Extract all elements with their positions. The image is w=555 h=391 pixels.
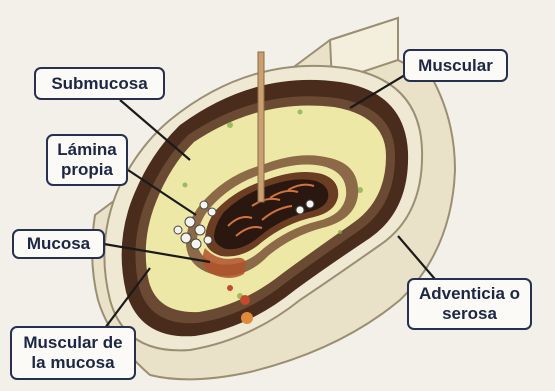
label-mucosa: Mucosa <box>12 229 105 259</box>
label-adventicia-o-serosa: Adventicia o serosa <box>407 278 532 330</box>
label-muscular: Muscular <box>403 49 508 82</box>
label-muscular-de-la-mucosa: Muscular de la mucosa <box>10 326 136 380</box>
label-submucosa: Submucosa <box>34 67 165 100</box>
label-lamina-propia: Lámina propia <box>46 134 128 186</box>
probe-rod <box>258 52 264 202</box>
